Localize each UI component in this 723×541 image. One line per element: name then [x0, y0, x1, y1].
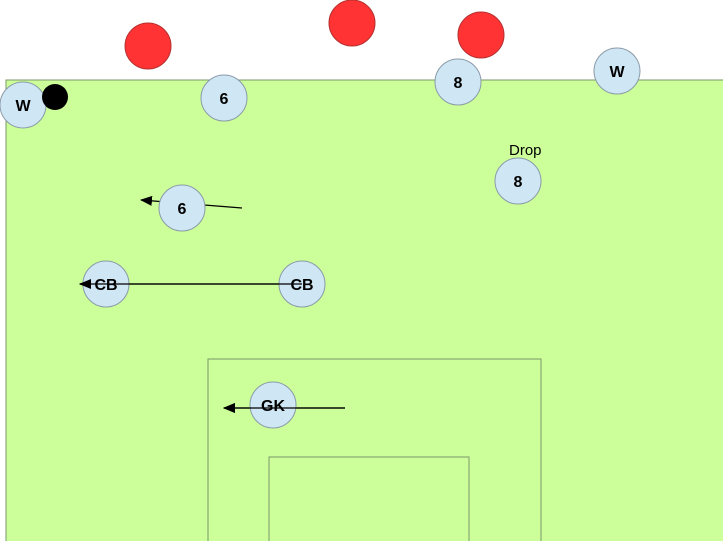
player-label: W [609, 64, 625, 81]
player-label: CB [290, 277, 313, 294]
player-8-top: 8 [434, 58, 482, 106]
opponent-marker [457, 11, 505, 59]
player-label: CB [94, 277, 117, 294]
opponent-marker [328, 0, 376, 47]
player-6-top: 6 [200, 74, 248, 122]
six-yard-box [268, 456, 470, 541]
player-label: W [15, 98, 31, 115]
player-6-mid: 6 [158, 184, 206, 232]
opponent-marker [124, 22, 172, 70]
drop-label: Drop [509, 142, 542, 159]
player-label: 6 [220, 91, 229, 108]
pitch [5, 79, 723, 541]
penalty-area [207, 358, 542, 541]
ball-icon [42, 84, 68, 110]
player-w-right: W [593, 47, 641, 95]
player-w-left: W [0, 81, 47, 129]
player-label: 6 [178, 201, 187, 218]
player-8-drop: 8 [494, 157, 542, 205]
player-gk: GK [249, 381, 297, 429]
player-label: 8 [514, 174, 523, 191]
player-label: GK [261, 398, 285, 415]
player-label: 8 [454, 75, 463, 92]
